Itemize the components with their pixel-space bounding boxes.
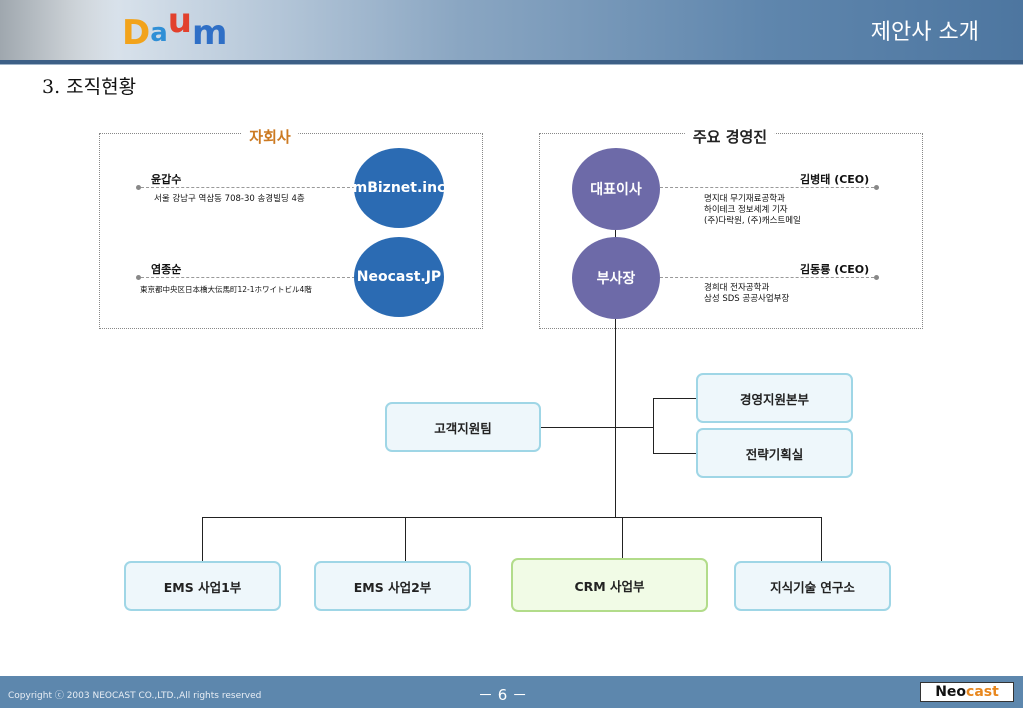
connector-dot bbox=[874, 185, 879, 190]
executive-detail: 삼성 SDS 공공사업부장 bbox=[704, 294, 790, 304]
executive-detail: 경희대 전자공학과 bbox=[704, 283, 770, 293]
executive-node: 부사장 bbox=[572, 237, 660, 319]
daum-logo: D a u m bbox=[122, 4, 228, 53]
executive-detail: 하이테크 정보세계 기자 bbox=[704, 205, 788, 215]
executive-node: 대표이사 bbox=[572, 148, 660, 230]
subsidiary-node: mBiznet.inc bbox=[353, 148, 445, 228]
division-box: 지식기술 연구소 bbox=[734, 561, 891, 611]
page-number: － 6 － bbox=[478, 686, 528, 704]
division-box: EMS 사업1부 bbox=[124, 561, 281, 611]
subsidiary-person: 윤갑수 bbox=[151, 173, 182, 186]
logo-letter: u bbox=[167, 1, 192, 41]
connector-line bbox=[821, 517, 822, 562]
connector-line bbox=[660, 277, 874, 278]
page-title: 제안사 소개 bbox=[870, 20, 979, 45]
executive-name: 김동룡 (CEO) bbox=[800, 263, 870, 276]
section-title: 3. 조직현황 bbox=[42, 76, 137, 98]
connector-dot bbox=[136, 275, 141, 280]
header-divider bbox=[0, 60, 1023, 64]
logo-letter: m bbox=[192, 13, 228, 53]
header-bar bbox=[0, 0, 1023, 60]
subsidiary-address: 東京都中央区日本橋大伝馬町12-1ホワイトビル4階 bbox=[140, 285, 312, 294]
connector-dot bbox=[136, 185, 141, 190]
header-divider-thin bbox=[0, 64, 1023, 65]
connector-line bbox=[660, 187, 874, 188]
connector-line bbox=[202, 517, 203, 562]
header-photo bbox=[0, 0, 118, 60]
connector-line bbox=[653, 398, 697, 399]
connector-line bbox=[615, 427, 653, 428]
trunk-line bbox=[615, 228, 616, 518]
strategy-planning-box: 전략기획실 bbox=[696, 428, 853, 478]
subsidiaries-title: 자회사 bbox=[241, 126, 299, 147]
subsidiary-person: 염종순 bbox=[151, 263, 182, 276]
executive-detail: 명지대 무기재료공학과 bbox=[704, 194, 785, 204]
connector-line bbox=[653, 398, 654, 453]
logo-letter: a bbox=[150, 18, 168, 48]
subsidiary-address: 서울 강남구 역삼동 708-30 송경빌딩 4층 bbox=[154, 194, 305, 204]
division-box: CRM 사업부 bbox=[511, 558, 708, 612]
connector-line bbox=[141, 277, 355, 278]
connector-line bbox=[405, 517, 406, 562]
executive-detail: (주)다락원, (주)캐스트메일 bbox=[704, 216, 801, 226]
connector-line bbox=[540, 427, 615, 428]
executives-title: 주요 경영진 bbox=[684, 126, 776, 147]
management-support-box: 경영지원본부 bbox=[696, 373, 853, 423]
logo-text: cast bbox=[966, 684, 999, 700]
subsidiary-node: Neocast.JP bbox=[354, 237, 444, 317]
bus-line bbox=[202, 517, 822, 518]
logo-text: Neo bbox=[935, 684, 967, 700]
connector-line bbox=[141, 187, 355, 188]
footer-bar bbox=[0, 676, 1023, 708]
connector-line bbox=[653, 453, 697, 454]
connector-dot bbox=[874, 275, 879, 280]
customer-support-box: 고객지원팀 bbox=[385, 402, 541, 452]
connector-line bbox=[622, 517, 623, 559]
copyright-text: Copyright ⓒ 2003 NEOCAST CO.,LTD.,All ri… bbox=[8, 691, 262, 701]
division-box: EMS 사업2부 bbox=[314, 561, 471, 611]
logo-letter: D bbox=[122, 13, 151, 53]
executive-name: 김병태 (CEO) bbox=[800, 173, 870, 186]
